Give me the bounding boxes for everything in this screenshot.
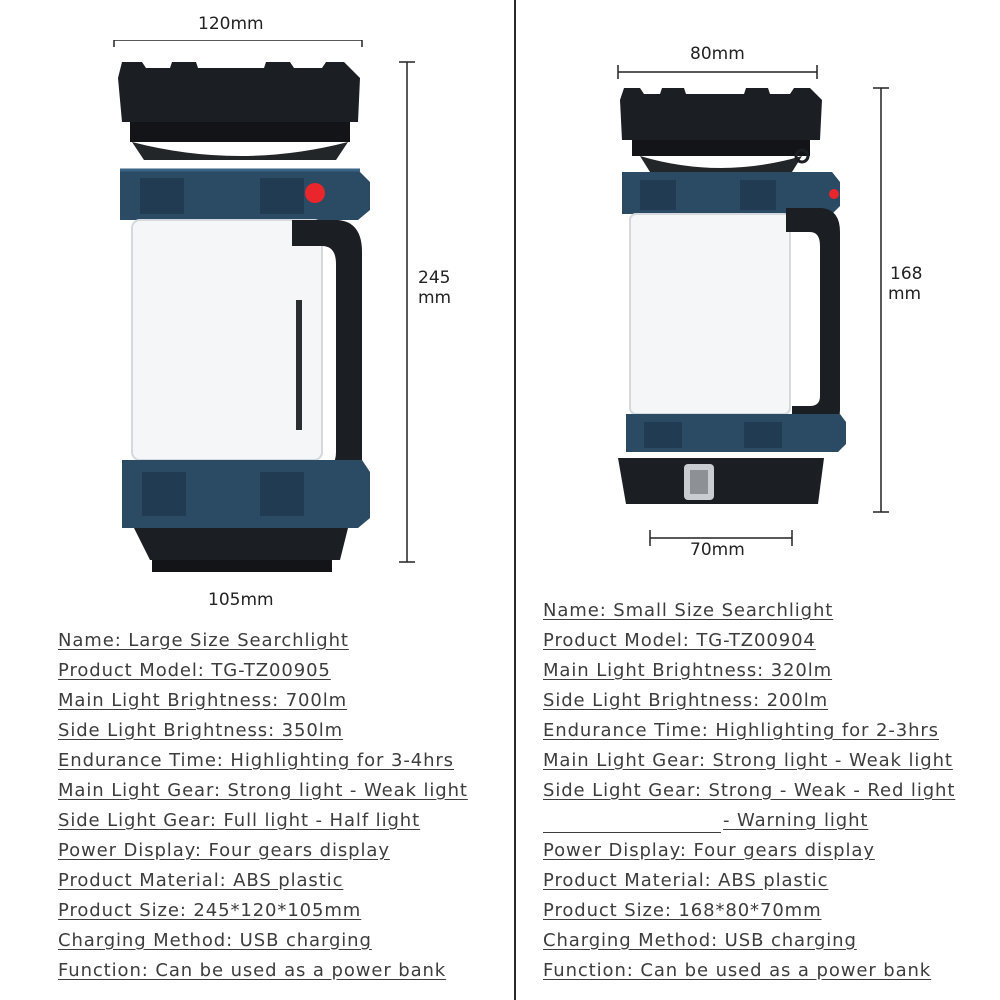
large-height-unit: mm — [418, 288, 452, 308]
spec-line: Product Size: 168*80*70mm — [543, 900, 822, 921]
spec-line: Main Light Brightness: 700lm — [58, 690, 348, 711]
spec-continuation-underline — [543, 832, 721, 833]
spec-line: Side Light Brightness: 200lm — [543, 690, 829, 711]
spec-line: Name: Small Size Searchlight — [543, 600, 834, 621]
spec-line: Charging Method: USB charging — [58, 930, 372, 951]
small-searchlight-image — [617, 65, 889, 546]
small-height-unit: mm — [888, 284, 922, 304]
small-height-value: 168 — [890, 264, 923, 284]
spec-line: Main Light Brightness: 320lm — [543, 660, 833, 681]
large-height-value: 245 — [418, 268, 451, 288]
spec-line: Main Light Gear: Strong light - Weak lig… — [543, 750, 953, 771]
spec-line: - Warning light — [723, 810, 869, 831]
spec-line: Product Size: 245*120*105mm — [58, 900, 362, 921]
spec-line: Endurance Time: Highlighting for 3-4hrs — [58, 750, 454, 771]
large-searchlight-image — [113, 40, 415, 572]
large-base-dimension: 105mm — [208, 590, 274, 610]
spec-line: Charging Method: USB charging — [543, 930, 857, 951]
spec-line: Power Display: Four gears display — [543, 840, 875, 861]
spec-line: Side Light Gear: Full light - Half light — [58, 810, 421, 831]
center-divider — [514, 0, 516, 1000]
spec-line: Main Light Gear: Strong light - Weak lig… — [58, 780, 468, 801]
spec-line: Product Material: ABS plastic — [543, 870, 829, 891]
spec-line: Product Material: ABS plastic — [58, 870, 344, 891]
spec-line: Product Model: TG-TZ00905 — [58, 660, 331, 681]
spec-line: Product Model: TG-TZ00904 — [543, 630, 816, 651]
spec-line: Function: Can be used as a power bank — [58, 960, 447, 981]
spec-line: Function: Can be used as a power bank — [543, 960, 932, 981]
small-base-dimension: 70mm — [690, 540, 745, 560]
large-width-dimension: 120mm — [198, 14, 264, 34]
small-width-dimension: 80mm — [690, 44, 745, 64]
spec-line: Endurance Time: Highlighting for 2-3hrs — [543, 720, 939, 741]
spec-line: Power Display: Four gears display — [58, 840, 390, 861]
spec-line: Side Light Brightness: 350lm — [58, 720, 344, 741]
spec-line: Name: Large Size Searchlight — [58, 630, 349, 651]
spec-line: Side Light Gear: Strong - Weak - Red lig… — [543, 780, 956, 801]
